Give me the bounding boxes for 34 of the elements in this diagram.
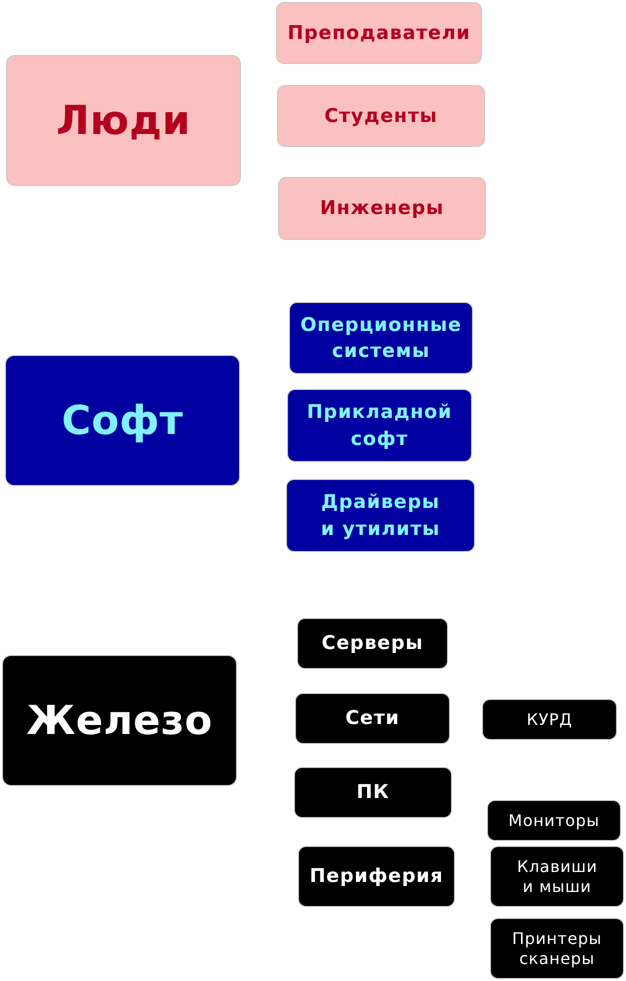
subcategory-box xyxy=(277,85,485,147)
item-label: Оперционные системы xyxy=(299,312,463,364)
category-box xyxy=(6,55,241,186)
category-label: Железо xyxy=(26,696,213,744)
category-label: Софт xyxy=(62,396,184,444)
item-label: Серверы xyxy=(322,631,424,656)
subcategory-box xyxy=(298,846,455,907)
item-label: Клавиши и мыши xyxy=(517,856,597,896)
subcategory-box xyxy=(278,177,486,240)
subcategory-box xyxy=(286,479,475,552)
item-label: Сети xyxy=(345,706,400,732)
subcategory-box xyxy=(295,693,450,744)
item-label: Периферия xyxy=(310,864,444,890)
subcategory-box xyxy=(276,2,482,64)
category-box xyxy=(5,355,240,486)
category-label: Люди xyxy=(56,96,191,144)
item-label: Прикладной софт xyxy=(306,400,454,452)
subcategory-box xyxy=(289,302,473,374)
subcategory-box xyxy=(490,918,624,979)
subcategory-box xyxy=(294,767,452,818)
item-label: Преподаватели xyxy=(287,20,471,46)
item-label: Драйверы и утилиты xyxy=(320,490,442,542)
category-box xyxy=(2,655,237,786)
subcategory-box xyxy=(490,846,624,907)
item-label: Мониторы xyxy=(508,810,600,830)
item-label: Студенты xyxy=(324,104,438,129)
item-label: Инженеры xyxy=(320,196,444,222)
subcategory-box xyxy=(297,618,448,669)
subcategory-box xyxy=(287,389,472,462)
item-label: КУРД xyxy=(526,710,572,730)
subcategory-box xyxy=(487,800,621,841)
item-label: Принтеры сканеры xyxy=(511,928,603,968)
subcategory-box xyxy=(482,699,617,740)
item-label: ПК xyxy=(356,780,390,806)
